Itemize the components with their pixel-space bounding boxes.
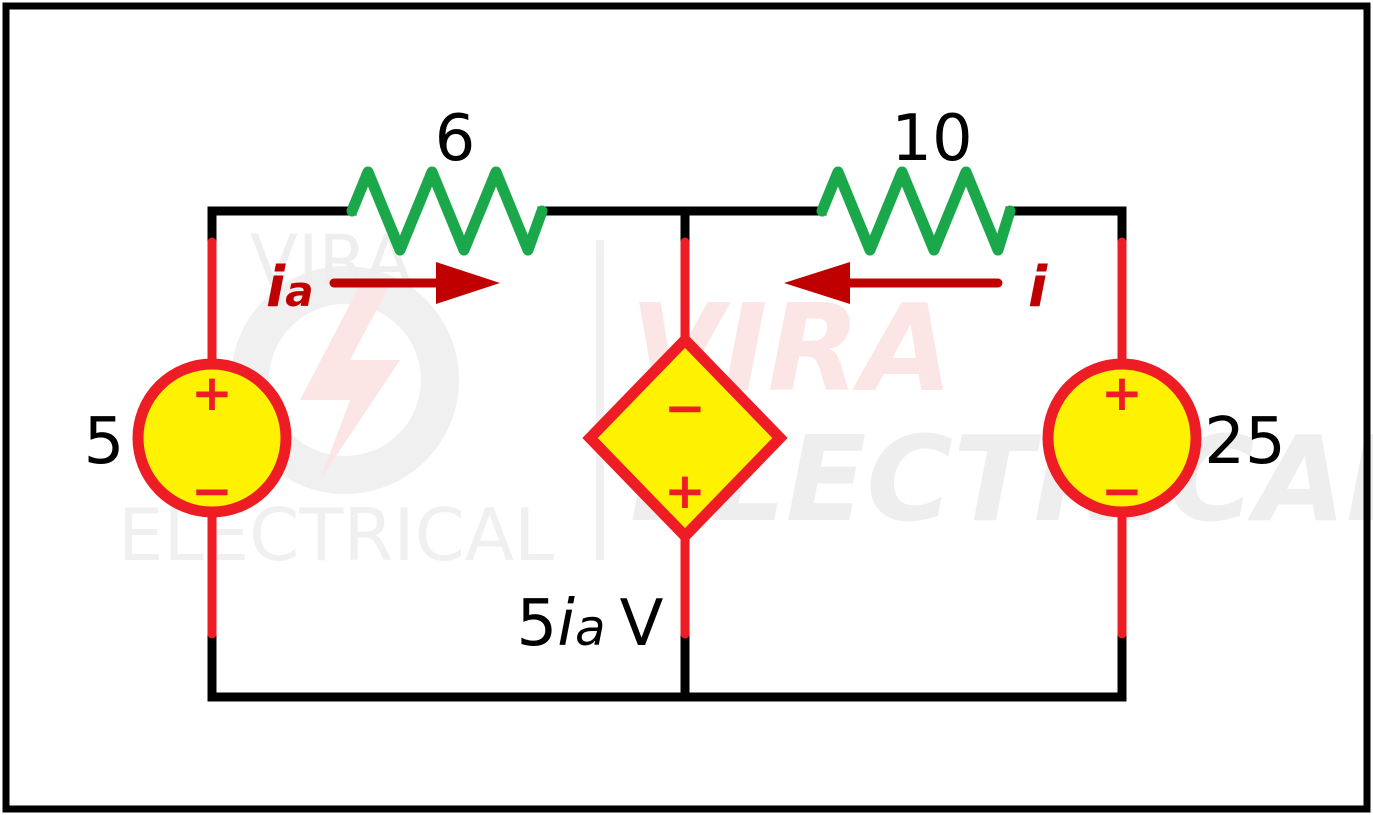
current-i-label: i [1028,255,1048,320]
dependent-voltage-source: − + [582,332,788,544]
voltage-source-right-plus: + [1101,364,1143,422]
voltage-source-right: + − [1042,358,1202,520]
resistor-10 [816,166,1016,256]
voltage-source-left-label: 5 [84,405,125,479]
current-arrow-i-head [784,262,850,304]
wires [207,206,1127,702]
wire-bottom [207,631,1127,702]
voltage-source-right-label: 25 [1204,405,1285,479]
watermark-bolt-icon [300,285,400,480]
voltage-source-right-body [1042,358,1202,518]
current-arrow-ia-head [436,262,500,304]
wire-top-left [207,206,357,245]
resistor-10-label: 10 [891,102,972,176]
voltage-source-left-minus: − [191,462,233,520]
dependent-voltage-source-plus: + [664,462,706,520]
watermark-divider [596,240,604,560]
voltage-source-right-minus: − [1101,462,1143,520]
resistor-6 [346,166,548,256]
voltage-source-left-plus: + [191,364,233,422]
dependent-voltage-source-body [582,332,788,544]
voltage-source-left-body [132,358,292,518]
resistor-6-label: 6 [435,102,476,176]
current-arrow-ia [329,262,500,304]
voltage-source-left: + − [132,358,292,520]
current-ia-label: ia [266,255,314,320]
dependent-voltage-source-minus: − [664,379,706,437]
wire-top-right [1005,206,1127,245]
current-arrow-i [784,262,1003,304]
branch-leads [207,237,1127,639]
watermark-left-word-top: VIRA [250,220,412,302]
